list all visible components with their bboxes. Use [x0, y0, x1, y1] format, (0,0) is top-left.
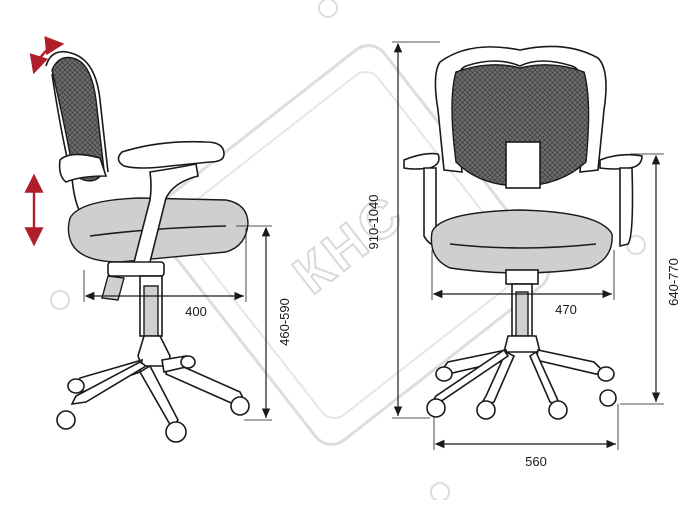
watermark-text: КНС	[282, 183, 416, 306]
base-width-dimension: 560	[433, 404, 619, 469]
armrest-height-dimension: 640-770	[620, 153, 681, 405]
seat-height-label: 460-590	[277, 298, 292, 346]
chair-side-view	[24, 36, 250, 443]
total-height-dimension: 910-1040	[366, 41, 440, 419]
chair-front-view	[403, 45, 643, 420]
seat-height-dimension: 460-590	[236, 225, 292, 421]
seat-depth-dimension: 400	[83, 228, 247, 319]
base-width-label: 560	[525, 454, 547, 469]
recline-arrow-icon	[29, 36, 65, 75]
seat-depth-label: 400	[185, 304, 207, 319]
seat-width-label: 470	[555, 302, 577, 317]
armrest-height-label: 640-770	[666, 258, 681, 306]
total-height-label: 910-1040	[366, 195, 381, 250]
seat-width-dimension: 470	[431, 250, 615, 317]
